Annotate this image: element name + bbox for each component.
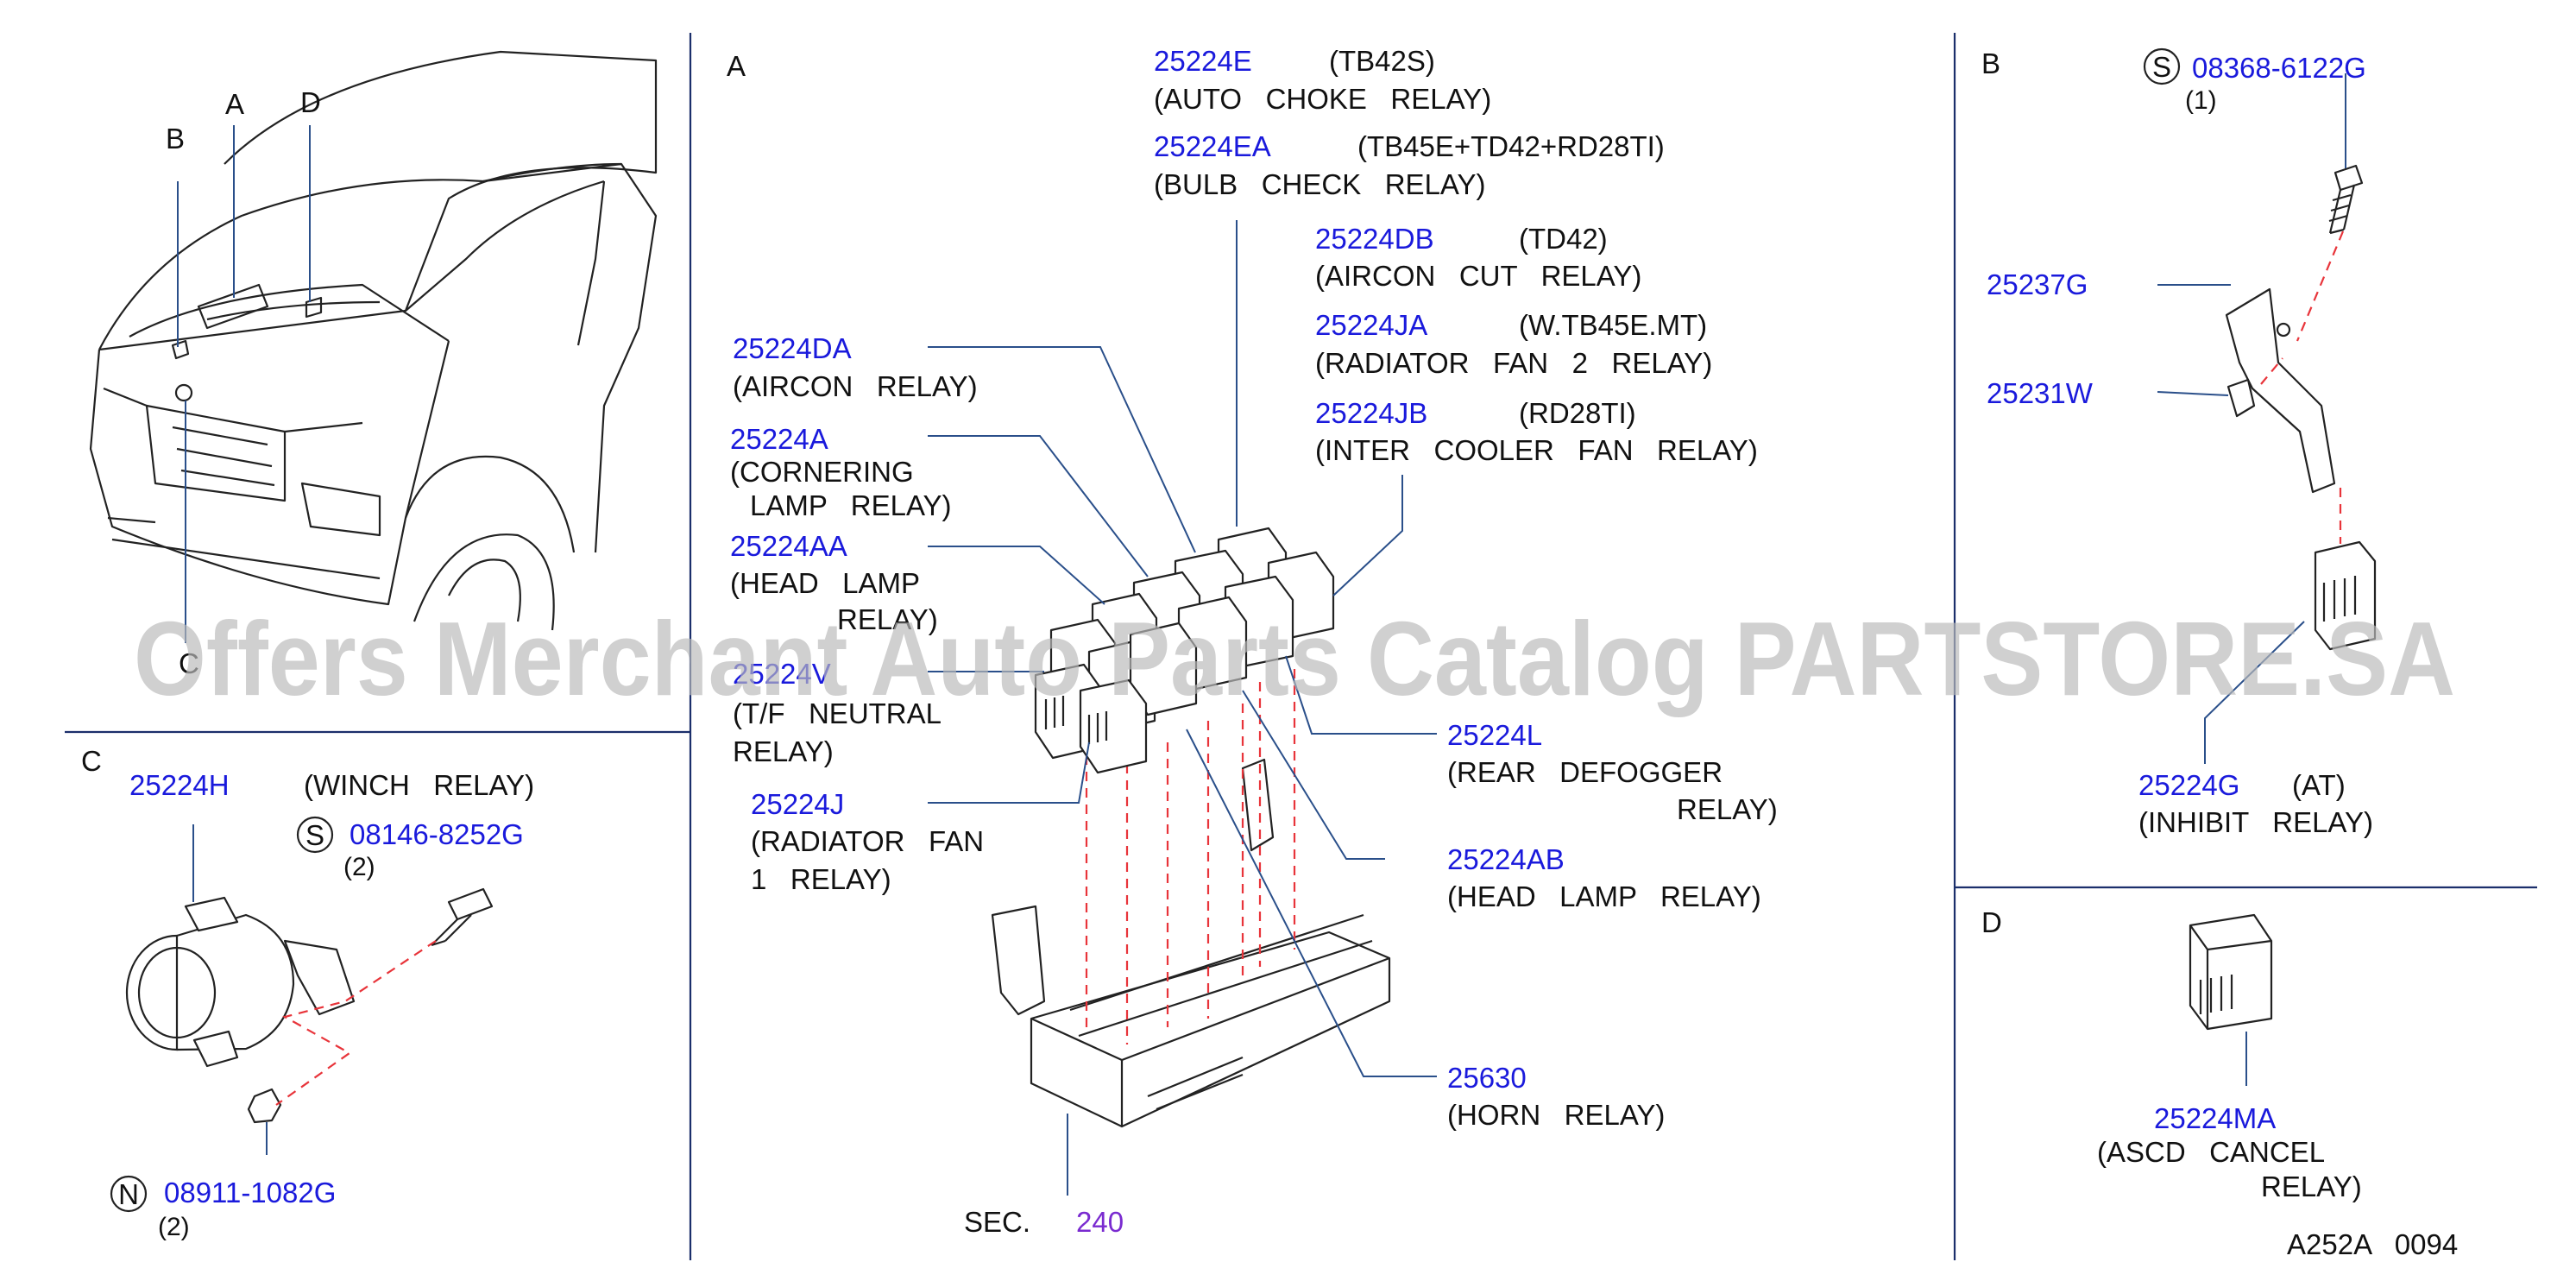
condition-25224JA: (W.TB45E.MT) (1519, 309, 1707, 341)
panel-letter-b: B (1981, 47, 2000, 79)
part-number-08146-8252G[interactable]: 08146-8252G (350, 818, 524, 850)
section-label: SEC. (964, 1206, 1030, 1238)
description-25224AA-line2: RELAY) (837, 603, 938, 635)
vehicle-callout-b: B (166, 123, 185, 155)
condition-25224E: (TB42S) (1329, 45, 1435, 77)
description-25224MA-line1: (ASCD CANCEL (2097, 1136, 2325, 1168)
part-number-25224H[interactable]: 25224H (129, 769, 230, 801)
bolt-symbol-b: S (2152, 51, 2171, 83)
part-number-25224L[interactable]: 25224L (1447, 719, 1542, 751)
qty-08911-1082G: (2) (158, 1213, 190, 1241)
part-number-25224DB[interactable]: 25224DB (1315, 223, 1434, 255)
condition-25224JB: (RD28TI) (1519, 397, 1636, 429)
diagram-code: A252A 0094 (2287, 1228, 2458, 1260)
panel-b-dashes (2260, 230, 2345, 544)
description-25224AB: (HEAD LAMP RELAY) (1447, 880, 1761, 912)
panel-c-dashes (275, 940, 437, 1106)
part-number-08368-6122G[interactable]: 08368-6122G (2192, 52, 2366, 84)
description-25630: (HORN RELAY) (1447, 1099, 1665, 1131)
description-25224A-line2: LAMP RELAY) (750, 489, 952, 521)
description-25224L-line1: (REAR DEFOGGER (1447, 756, 1723, 788)
relay-cubes (1034, 527, 1335, 774)
part-number-25224JB[interactable]: 25224JB (1315, 397, 1427, 429)
description-25224DB: (AIRCON CUT RELAY) (1315, 260, 1641, 292)
part-number-25224DA[interactable]: 25224DA (733, 332, 852, 364)
part-number-25224E[interactable]: 25224E (1154, 45, 1252, 77)
vehicle-drawing (89, 50, 658, 631)
part-number-25224AA[interactable]: 25224AA (730, 530, 847, 562)
part-number-25224EA[interactable]: 25224EA (1154, 130, 1271, 162)
part-number-25224G[interactable]: 25224G (2138, 769, 2239, 801)
description-25224E: (AUTO CHOKE RELAY) (1154, 83, 1491, 115)
description-25224A-line1: (CORNERING (730, 456, 914, 488)
panel-c-drawing (125, 887, 494, 1124)
condition-25224G: (AT) (2292, 769, 2346, 801)
panel-a-leaders (928, 220, 1437, 1196)
description-25224V-line2: RELAY) (733, 735, 834, 767)
part-number-25630[interactable]: 25630 (1447, 1062, 1527, 1094)
part-number-25224MA[interactable]: 25224MA (2154, 1102, 2276, 1134)
bolt-symbol-circle-c (296, 816, 334, 854)
qty-08368-6122G: (1) (2185, 86, 2217, 115)
section-number-link[interactable]: 240 (1076, 1206, 1124, 1238)
description-25224J-line1: (RADIATOR FAN (751, 825, 984, 857)
condition-25224EA: (TB45E+TD42+RD28TI) (1357, 130, 1665, 162)
vehicle-callout-d: D (300, 86, 321, 118)
relay-block-drawing (991, 758, 1391, 1128)
description-25224H: (WINCH RELAY) (304, 769, 534, 801)
part-number-25224AB[interactable]: 25224AB (1447, 843, 1565, 875)
part-number-25231W[interactable]: 25231W (1987, 377, 2094, 409)
nut-symbol: N (118, 1178, 139, 1210)
description-25224J-line2: 1 RELAY) (751, 863, 891, 895)
part-number-25237G[interactable]: 25237G (1987, 268, 2088, 300)
vehicle-callout-c: C (179, 647, 199, 679)
part-number-25224A[interactable]: 25224A (730, 423, 828, 455)
description-25224G: (INHIBIT RELAY) (2138, 806, 2373, 838)
panel-letter-d: D (1981, 906, 2002, 938)
part-number-25224J[interactable]: 25224J (751, 788, 844, 820)
nut-symbol-circle (110, 1175, 148, 1213)
qty-08146-8252G: (2) (343, 853, 375, 881)
bolt-symbol-circle-b (2143, 47, 2181, 85)
bolt-symbol-c: S (305, 819, 324, 851)
watermark-text: Offers Merchant Auto Parts Catalog PARTS… (134, 600, 2455, 717)
description-25224MA-line2: RELAY) (2261, 1171, 2362, 1202)
description-25224V-line1: (T/F NEUTRAL (733, 697, 942, 729)
vehicle-callout-a: A (225, 88, 244, 120)
description-25224JA: (RADIATOR FAN 2 RELAY) (1315, 347, 1712, 379)
part-number-25224V[interactable]: 25224V (733, 658, 831, 690)
panel-letter-a: A (727, 50, 746, 82)
description-25224DA: (AIRCON RELAY) (733, 370, 978, 402)
description-25224L-line2: RELAY) (1677, 793, 1778, 825)
panel-b-leaders (2157, 73, 2346, 1086)
description-25224AA-line1: (HEAD LAMP (730, 567, 920, 599)
panel-letter-c: C (81, 745, 102, 777)
part-number-08911-1082G[interactable]: 08911-1082G (164, 1177, 336, 1208)
condition-25224DB: (TD42) (1519, 223, 1608, 255)
part-number-25224JA[interactable]: 25224JA (1315, 309, 1427, 341)
panel-b-drawing (2225, 164, 2377, 651)
description-25224JB: (INTER COOLER FAN RELAY) (1315, 434, 1758, 466)
panel-d-drawing (2189, 913, 2273, 1031)
description-25224EA: (BULB CHECK RELAY) (1154, 168, 1485, 200)
